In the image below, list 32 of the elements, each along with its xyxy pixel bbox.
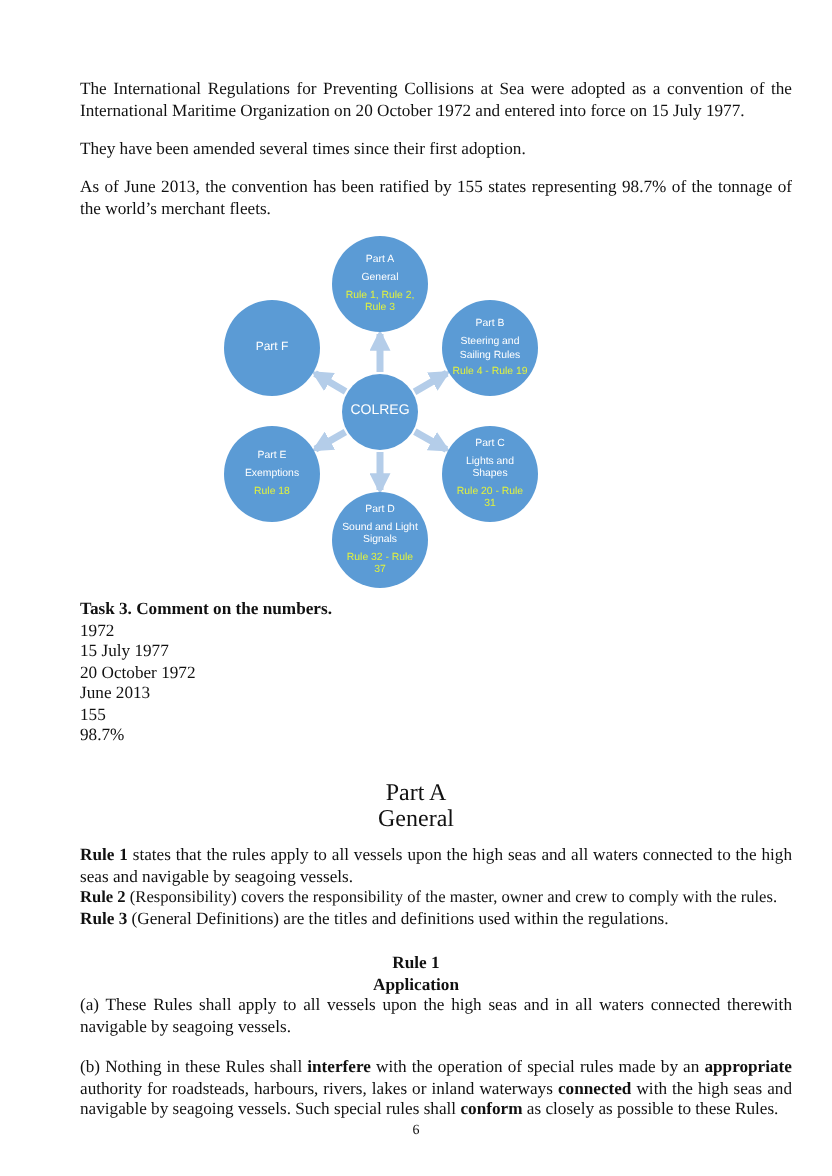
paragraph: (a) These Rules shall apply to all vessels upon the high seas and in all waters connected therewith navigable by seagoing vessels. (80, 994, 792, 1037)
part-circle (442, 300, 538, 396)
arrow (413, 428, 451, 453)
list-item: 20 October 1972 (80, 661, 198, 683)
paragraph: Rule 3 (General Definitions) are the titles and definitions used within the regulations. (80, 908, 671, 930)
list-item: 98.7% (80, 724, 127, 746)
paragraph: As of June 2013, the convention has been ratified by 155 states representing 98.7% of the tonnage of the world’s merchant fleets. (80, 176, 792, 219)
part-circle (224, 426, 320, 522)
arrow (369, 452, 391, 495)
section-heading: General (376, 806, 456, 832)
part-circle (224, 300, 320, 396)
section-heading: Part A (383, 780, 449, 806)
part-circle (332, 236, 428, 332)
arrow (412, 370, 451, 395)
paragraph: (b) Nothing in these Rules shall interfere with the operation of special rules made by an appropriate authority for roadsteads, harbours, rivers, lakes or inland waterways connected with the high seas and navigable by seagoing vessels. Such special rules shall conform as closely as possible to these Rules. (80, 1056, 792, 1120)
paragraph: Rule 2 (Responsibility) covers the responsibility of the master, owner and crew to comply with the rules. (80, 887, 780, 909)
list-item: 155 (80, 703, 108, 725)
paragraph: They have been amended several times since their first adoption. (80, 138, 528, 160)
arrow (369, 329, 391, 372)
paragraph: Rule 1 states that the rules apply to all vessels upon the high seas and all waters connected to the high seas and navigable by seagoing vessels. (80, 844, 792, 887)
rule-heading: Application (371, 973, 461, 995)
arrow (311, 428, 348, 453)
part-circle (332, 492, 428, 588)
hub-circle (342, 374, 418, 450)
rule-heading: Rule 1 (390, 952, 442, 974)
paragraph: The International Regulations for Preventing Collisions at Sea were adopted as a convention of the International Maritime Organization on 20 October 1972 and entered into force on 15 July 1977. (80, 78, 792, 121)
list-item: 15 July 1977 (80, 640, 171, 662)
list-item: June 2013 (80, 682, 153, 704)
part-circle (442, 426, 538, 522)
list-item: 1972 (80, 619, 117, 641)
task-heading: Task 3. Comment on the numbers. (80, 598, 334, 620)
arrow (311, 370, 348, 395)
